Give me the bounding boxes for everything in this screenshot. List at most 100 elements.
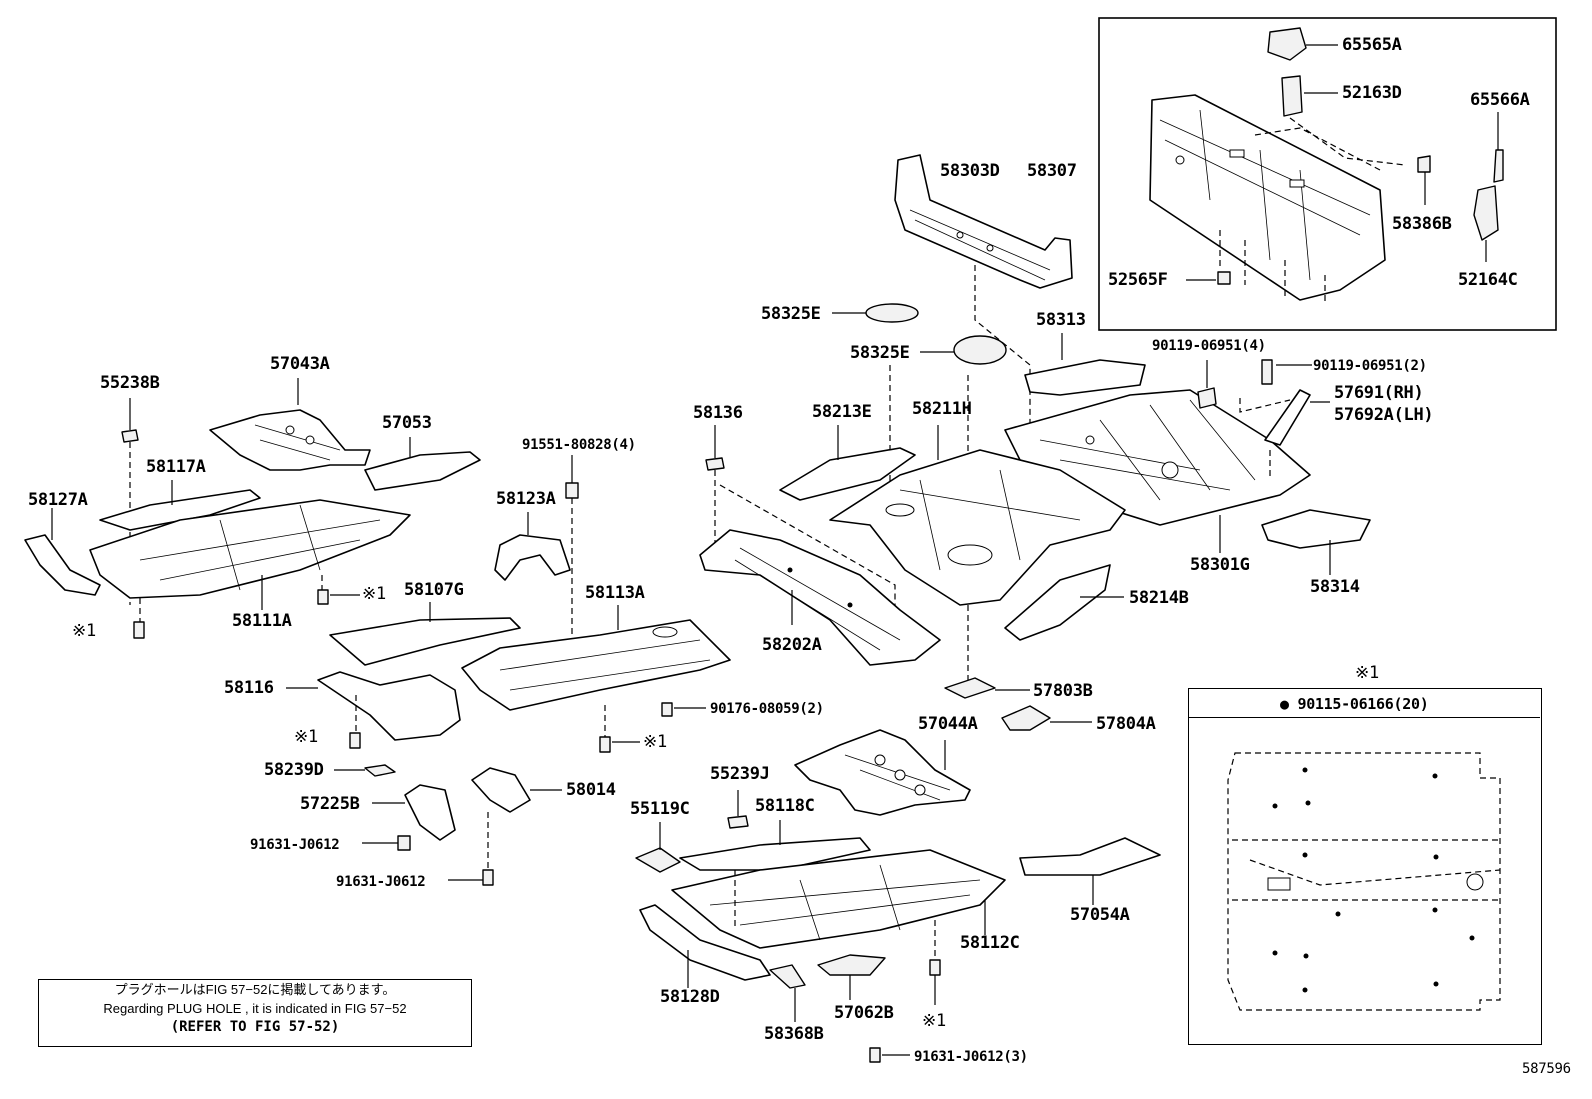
part-57043A xyxy=(209,409,371,471)
legend-title: ※1 xyxy=(1355,663,1379,683)
bolt-91551 xyxy=(565,482,579,499)
label-57053[interactable]: 57053 xyxy=(382,413,432,433)
note-line-en: Regarding PLUG HOLE , it is indicated in… xyxy=(103,1001,407,1016)
label-58118C[interactable]: 58118C xyxy=(755,796,815,816)
label-91631-a[interactable]: 91631-J0612 xyxy=(250,837,340,853)
bolt-90176 xyxy=(661,702,673,717)
label-ref1-58116: ※1 xyxy=(294,727,318,747)
part-58314 xyxy=(1261,509,1371,549)
part-58211H xyxy=(829,449,1126,606)
label-57044A[interactable]: 57044A xyxy=(918,714,978,734)
label-58014[interactable]: 58014 xyxy=(566,780,616,800)
note-line-ref: (REFER TO FIG 57-52) xyxy=(170,1019,340,1035)
legend-floor-outline xyxy=(1227,752,1501,1011)
part-55239J xyxy=(727,815,749,829)
part-58368B xyxy=(769,964,806,989)
label-52164C[interactable]: 52164C xyxy=(1458,270,1518,290)
part-58128D xyxy=(639,904,771,981)
label-90119-2[interactable]: 90119-06951(2) xyxy=(1313,358,1427,374)
part-58123A xyxy=(494,534,571,581)
part-57691 xyxy=(1264,389,1311,446)
label-65566A[interactable]: 65566A xyxy=(1470,90,1530,110)
part-58213E xyxy=(779,447,916,501)
label-58303D[interactable]: 58303D xyxy=(940,161,1000,181)
legend-item: ● 90115-06166(20) xyxy=(1280,695,1429,713)
label-58211H[interactable]: 58211H xyxy=(912,399,972,419)
bolt-58116 xyxy=(349,732,361,749)
label-90119-4[interactable]: 90119-06951(4) xyxy=(1152,338,1266,354)
part-58325E-b xyxy=(953,335,1007,365)
part-58386B xyxy=(1417,155,1431,173)
part-57054A xyxy=(1019,837,1161,876)
label-58127A[interactable]: 58127A xyxy=(28,490,88,510)
part-58107G xyxy=(329,617,521,666)
label-91631-b[interactable]: 91631-J0612 xyxy=(336,874,426,890)
part-58303D xyxy=(894,154,1073,289)
note-line-jp: プラグホールはFIG 57−52に掲載してあります。 xyxy=(114,982,396,997)
part-55238B xyxy=(121,429,139,443)
label-57691[interactable]: 57691(RH) xyxy=(1334,383,1424,403)
plug-hole-note: プラグホールはFIG 57−52に掲載してあります。 Regarding PLU… xyxy=(38,979,472,1047)
label-90176[interactable]: 90176-08059(2) xyxy=(710,701,824,717)
label-58123A[interactable]: 58123A xyxy=(496,489,556,509)
bolt-lower-a xyxy=(929,959,941,976)
part-65566A xyxy=(1493,149,1504,183)
label-58325E-b[interactable]: 58325E xyxy=(850,343,910,363)
label-91551[interactable]: 91551-80828(4) xyxy=(522,437,636,453)
part-58313 xyxy=(1024,359,1146,396)
label-65565A[interactable]: 65565A xyxy=(1342,35,1402,55)
label-57225B[interactable]: 57225B xyxy=(300,794,360,814)
label-58202A[interactable]: 58202A xyxy=(762,635,822,655)
label-58239D[interactable]: 58239D xyxy=(264,760,324,780)
part-52163D xyxy=(1281,75,1303,117)
label-58368B[interactable]: 58368B xyxy=(764,1024,824,1044)
label-91631-3[interactable]: 91631-J0612(3) xyxy=(914,1049,1028,1065)
bolt-90119-4 xyxy=(1197,387,1217,409)
label-58386B[interactable]: 58386B xyxy=(1392,214,1452,234)
bolt-lh-front xyxy=(133,621,145,639)
label-58116[interactable]: 58116 xyxy=(224,678,274,698)
part-58117A xyxy=(99,489,261,531)
part-57062B xyxy=(817,954,886,976)
label-58314[interactable]: 58314 xyxy=(1310,577,1360,597)
label-57054A[interactable]: 57054A xyxy=(1070,905,1130,925)
label-58111A[interactable]: 58111A xyxy=(232,611,292,631)
label-58112C[interactable]: 58112C xyxy=(960,933,1020,953)
label-57062B[interactable]: 57062B xyxy=(834,1003,894,1023)
part-58112C xyxy=(671,849,1006,949)
label-58117A[interactable]: 58117A xyxy=(146,457,206,477)
label-55239J[interactable]: 55239J xyxy=(710,764,770,784)
label-58213E[interactable]: 58213E xyxy=(812,402,872,422)
legend-header xyxy=(1188,689,1540,718)
label-ref1-left: ※1 xyxy=(72,621,96,641)
label-58325E-a[interactable]: 58325E xyxy=(761,304,821,324)
part-58239D xyxy=(364,764,396,777)
inset-frame xyxy=(1098,17,1557,331)
label-58107G[interactable]: 58107G xyxy=(404,580,464,600)
label-57804A[interactable]: 57804A xyxy=(1096,714,1156,734)
part-58136 xyxy=(705,457,725,471)
label-58136[interactable]: 58136 xyxy=(693,403,743,423)
label-58214B[interactable]: 58214B xyxy=(1129,588,1189,608)
label-57803B[interactable]: 57803B xyxy=(1033,681,1093,701)
part-58113A xyxy=(461,619,731,711)
label-58313[interactable]: 58313 xyxy=(1036,310,1086,330)
label-52163D[interactable]: 52163D xyxy=(1342,83,1402,103)
part-58116 xyxy=(317,671,461,741)
label-52565F[interactable]: 52565F xyxy=(1108,270,1168,290)
label-ref1-58111A: ※1 xyxy=(362,584,386,604)
label-58128D[interactable]: 58128D xyxy=(660,987,720,1007)
label-ref1-58113A: ※1 xyxy=(643,732,667,752)
label-55238B[interactable]: 55238B xyxy=(100,373,160,393)
label-57692A[interactable]: 57692A(LH) xyxy=(1334,405,1434,425)
part-57225B xyxy=(404,784,456,841)
label-58113A[interactable]: 58113A xyxy=(585,583,645,603)
part-58202A xyxy=(699,529,941,666)
bolt-91631-b xyxy=(482,869,494,886)
part-57804A xyxy=(1001,705,1051,731)
label-58307[interactable]: 58307 xyxy=(1027,161,1077,181)
label-55119C[interactable]: 55119C xyxy=(630,799,690,819)
label-57043A[interactable]: 57043A xyxy=(270,354,330,374)
label-58301G[interactable]: 58301G xyxy=(1190,555,1250,575)
